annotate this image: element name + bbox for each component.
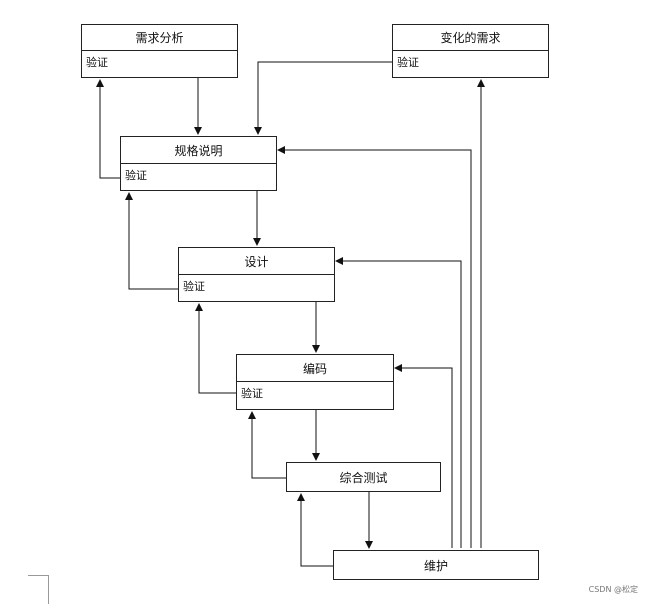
arrow-test-to-coding — [248, 411, 286, 479]
node-specification: 规格说明 验证 — [120, 136, 277, 191]
node-verify-label: 验证 — [397, 56, 419, 69]
node-requirements-analysis: 需求分析 验证 — [81, 24, 238, 78]
node-verify-label: 验证 — [183, 280, 205, 293]
arrow-maintenance-to-design — [335, 257, 462, 548]
corner-mark — [28, 575, 49, 604]
node-verify-label: 验证 — [125, 169, 147, 182]
node-verify-label: 验证 — [241, 387, 263, 400]
arrow-design-verify-to-spec — [125, 192, 178, 290]
arrow-maintenance-to-test — [297, 493, 333, 567]
node-coding: 编码 验证 — [236, 354, 394, 410]
arrow-coding-verify-to-design — [195, 303, 236, 394]
node-title: 变化的需求 — [393, 25, 548, 51]
node-title: 编码 — [237, 355, 393, 382]
arrow-maintenance-to-coding — [394, 364, 453, 548]
node-verify-label: 验证 — [86, 56, 108, 69]
node-title: 设计 — [179, 248, 334, 275]
node-title: 需求分析 — [82, 25, 237, 51]
watermark: CSDN @松定 — [588, 585, 638, 594]
node-title: 维护 — [423, 558, 448, 573]
node-title: 规格说明 — [121, 137, 276, 164]
arrow-maintenance-to-spec — [277, 146, 472, 548]
arrow-spec-verify-to-req — [96, 79, 120, 179]
node-integration-test: 综合测试 — [286, 462, 441, 492]
arrow-changed-to-spec — [254, 61, 392, 135]
node-changed-requirements: 变化的需求 验证 — [392, 24, 549, 78]
node-title: 综合测试 — [339, 470, 388, 485]
node-maintenance: 维护 — [333, 550, 539, 580]
node-design: 设计 验证 — [178, 247, 335, 302]
